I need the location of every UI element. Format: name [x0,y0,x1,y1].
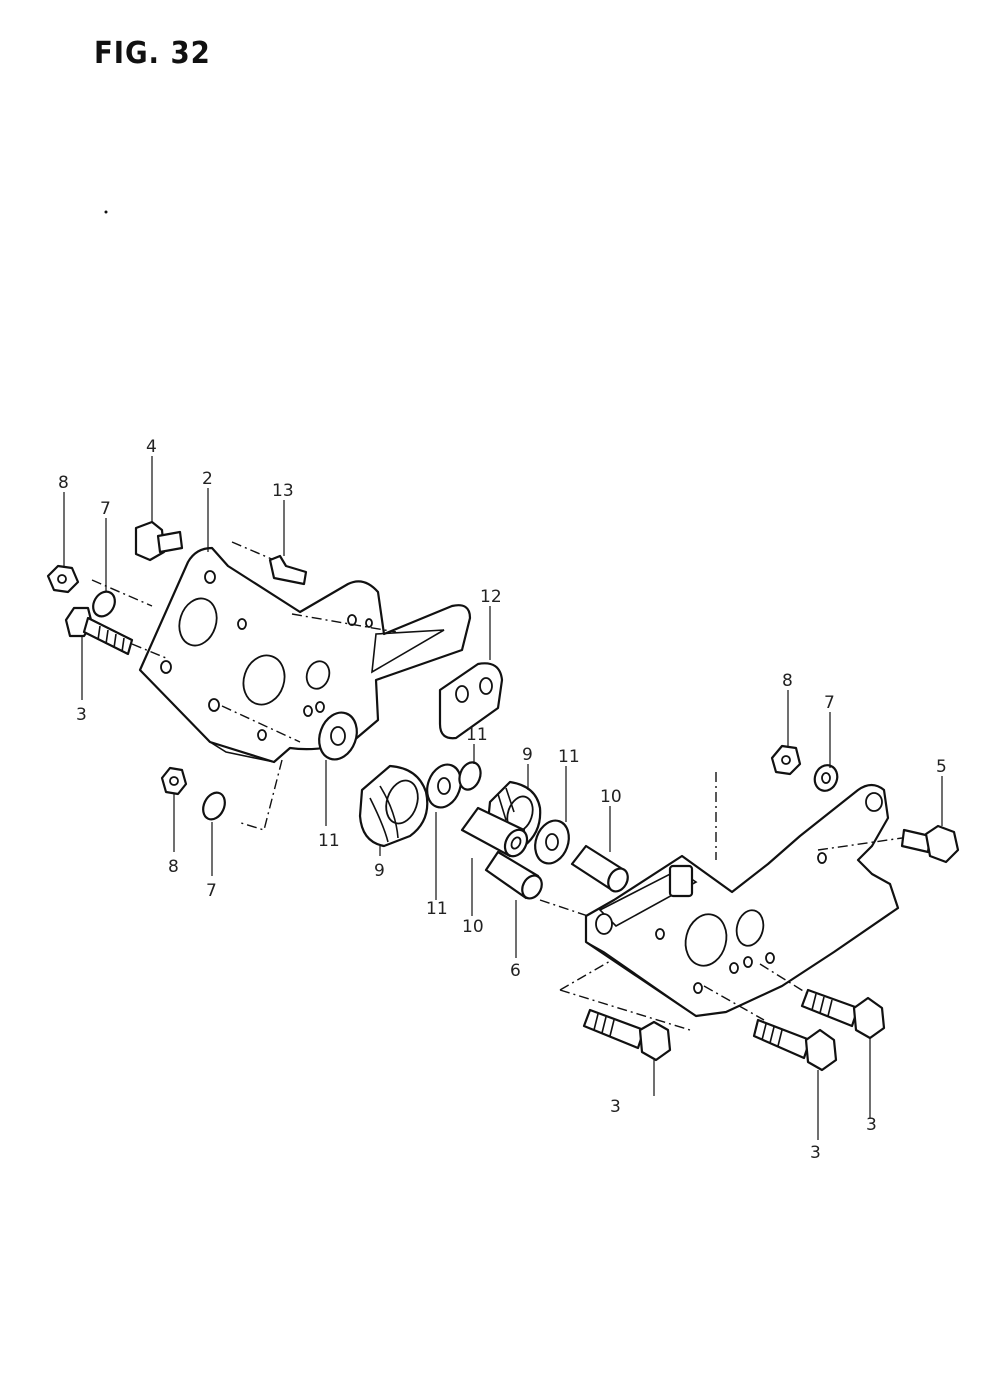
bushing-part-9-left [358,764,429,848]
callout-4: 4 [146,437,157,457]
pin-part-13 [231,541,308,586]
washer-part-11-c [458,761,482,791]
callout-3-left: 3 [76,705,87,725]
bolt-part-3-bottom-c [800,988,886,1040]
callout-8-right: 8 [782,671,793,691]
callout-7-right: 7 [824,693,835,713]
damper-part-12 [438,662,504,740]
nut-part-8-right [770,744,802,776]
callout-11-c: 11 [466,725,488,745]
callout-3-bottom-b: 3 [810,1143,821,1163]
bolt-part-4 [134,520,184,562]
figure-title: FIG. 32 [94,36,211,71]
bolt-part-3-bottom-a [582,1008,672,1062]
callout-2: 2 [202,469,213,489]
callout-8-bottom-left: 8 [168,857,179,877]
callout-7-top-left: 7 [100,499,111,519]
washer-part-7-top-left [92,590,116,618]
sleeve-part-6 [484,850,543,900]
stray-dot [104,210,108,214]
bolt-part-3-bottom-b [752,1018,838,1072]
left-bracket [138,546,472,764]
sleeve-part-10-left [460,806,529,858]
callout-13: 13 [272,481,294,501]
bolt-part-5 [900,824,960,864]
callout-11-a: 11 [318,831,340,851]
callout-8-top-left: 8 [58,473,69,493]
callout-9-right: 9 [522,745,533,765]
callout-9-left: 9 [374,861,385,881]
callout-10-right: 10 [600,787,622,807]
callout-12: 12 [480,587,502,607]
bolt-part-3-left [64,606,134,656]
right-bracket [584,783,900,1018]
callout-11-b: 11 [426,899,448,919]
nut-part-8-bottom-left [160,766,188,796]
callout-5: 5 [936,757,947,777]
callout-11-d: 11 [558,747,580,767]
callout-6: 6 [510,961,521,981]
callout-3-bottom-a: 3 [610,1097,621,1117]
callout-3-bottom-c: 3 [866,1115,877,1135]
nut-part-8-top-left [46,564,80,594]
sleeve-part-10-right [570,844,629,893]
callout-10-left: 10 [462,917,484,937]
callout-7-bottom-left: 7 [206,881,217,901]
washer-part-7-bottom-left [202,791,226,821]
